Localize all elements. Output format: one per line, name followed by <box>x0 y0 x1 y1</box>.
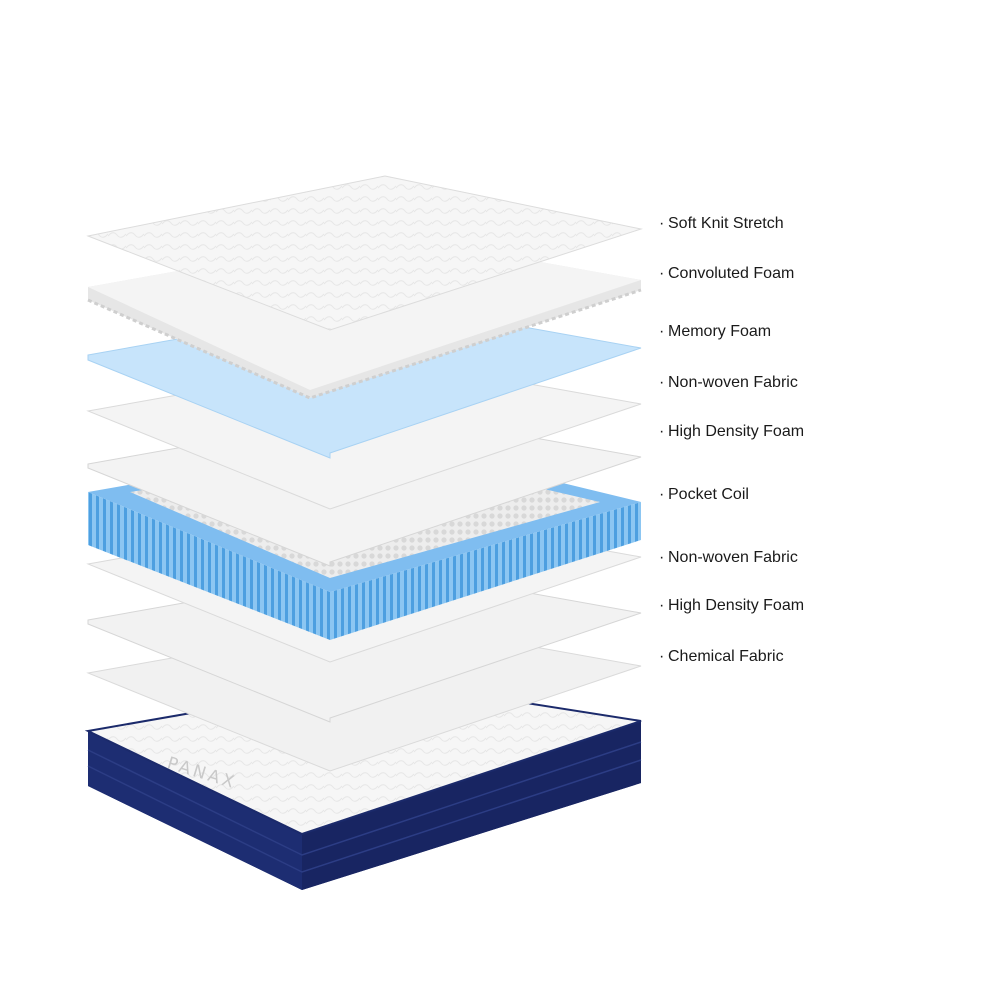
label-text: High Density Foam <box>668 423 805 440</box>
bullet: · <box>659 374 665 391</box>
label-pocket-coil: ·Pocket Coil <box>659 485 749 505</box>
layer-soft-knit-stretch <box>86 175 643 331</box>
label-text: High Density Foam <box>668 597 805 614</box>
label-memory-foam: ·Memory Foam <box>659 322 771 342</box>
label-text: Convoluted Foam <box>668 265 795 282</box>
bullet: · <box>659 323 665 340</box>
bullet: · <box>659 597 665 614</box>
bullet: · <box>659 215 665 232</box>
label-text: Soft Knit Stretch <box>668 215 784 232</box>
bullet: · <box>659 265 665 282</box>
label-text: Chemical Fabric <box>668 648 784 665</box>
label-text: Pocket Coil <box>668 486 749 503</box>
label-non-woven-fabric-1: ·Non-woven Fabric <box>659 373 798 393</box>
bullet: · <box>659 648 665 665</box>
bullet: · <box>659 549 665 566</box>
label-chemical-fabric: ·Chemical Fabric <box>659 647 784 667</box>
label-text: Non-woven Fabric <box>668 549 798 566</box>
bullet: · <box>659 423 665 440</box>
label-text: Non-woven Fabric <box>668 374 798 391</box>
label-text: Memory Foam <box>668 323 772 340</box>
bullet: · <box>659 486 665 503</box>
label-high-density-foam-2: ·High Density Foam <box>659 596 804 616</box>
label-soft-knit-stretch: ·Soft Knit Stretch <box>659 214 784 234</box>
label-high-density-foam-1: ·High Density Foam <box>659 422 804 442</box>
label-convoluted-foam: ·Convoluted Foam <box>659 264 794 284</box>
label-non-woven-fabric-2: ·Non-woven Fabric <box>659 548 798 568</box>
